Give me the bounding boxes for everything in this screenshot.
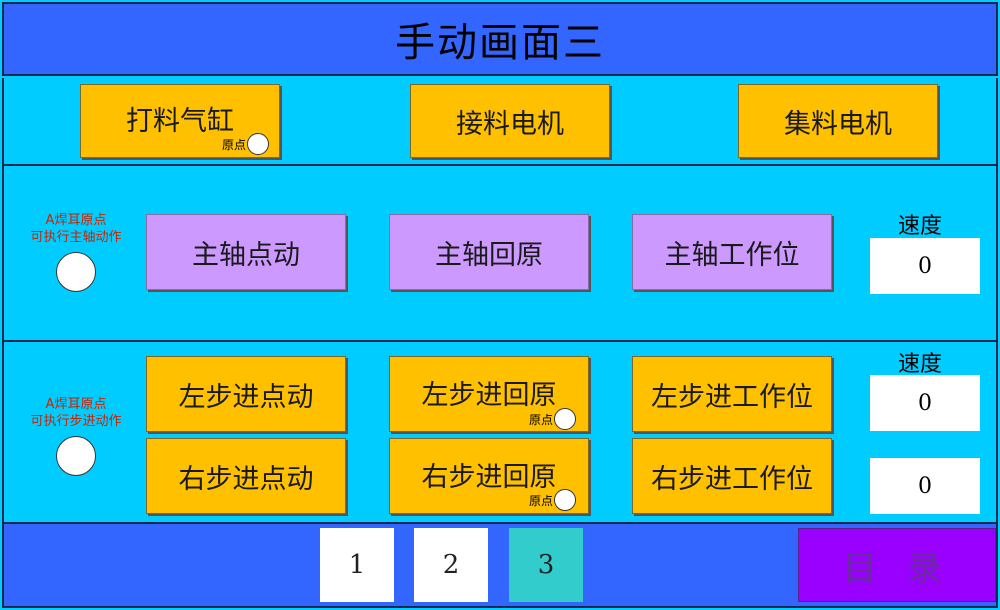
spindle-jog-button[interactable]: 主轴点动 — [146, 214, 346, 290]
spindle-condition-note: A焊耳原点 可执行主轴动作 — [16, 212, 136, 246]
stepper-condition-note: A焊耳原点 可执行步进动作 — [16, 396, 136, 430]
spindle-note-line2: 可执行主轴动作 — [30, 230, 122, 245]
left-stepper-speed-input[interactable]: 0 — [870, 375, 980, 431]
receive-motor-button[interactable]: 接料电机 — [410, 84, 610, 158]
spindle-work-position-label: 主轴工作位 — [664, 239, 800, 271]
receive-motor-label: 接料电机 — [456, 108, 564, 140]
collect-motor-label: 集料电机 — [784, 108, 892, 140]
page-3-button[interactable]: 3 — [509, 528, 583, 602]
page-1-button[interactable]: 1 — [320, 528, 394, 602]
left-stepper-work-position-label: 左步进工作位 — [651, 381, 813, 413]
spindle-home-label: 主轴回原 — [435, 239, 543, 271]
spindle-note-line1: A焊耳原点 — [45, 213, 107, 228]
feed-cylinder-button[interactable]: 打料气缸 — [80, 84, 280, 158]
spindle-home-button[interactable]: 主轴回原 — [389, 214, 589, 290]
page-title: 手动画面三 — [395, 20, 605, 66]
right-stepper-work-position-button[interactable]: 右步进工作位 — [632, 438, 832, 514]
left-stepper-jog-button[interactable]: 左步进点动 — [146, 356, 346, 432]
spindle-work-position-button[interactable]: 主轴工作位 — [632, 214, 832, 290]
right-stepper-work-position-label: 右步进工作位 — [651, 463, 813, 495]
right-stepper-origin-indicator: 原点 — [529, 489, 577, 511]
page-2-button[interactable]: 2 — [414, 528, 488, 602]
left-stepper-work-position-button[interactable]: 左步进工作位 — [632, 356, 832, 432]
right-stepper-speed-input[interactable]: 0 — [870, 458, 980, 514]
stepper-note-line2: 可执行步进动作 — [30, 414, 122, 429]
origin-lamp-icon — [554, 408, 577, 430]
feed-cylinder-label: 打料气缸 — [126, 105, 234, 137]
spindle-speed-label: 速度 — [898, 214, 943, 239]
left-stepper-home-button[interactable]: 左步进回原 — [389, 356, 589, 432]
right-stepper-jog-label: 右步进点动 — [178, 463, 314, 495]
spindle-condition-lamp-icon — [56, 252, 96, 292]
stepper-speed-label: 速度 — [898, 352, 943, 377]
menu-button[interactable]: 目 录 — [798, 528, 996, 602]
stepper-condition-lamp-icon — [56, 436, 96, 476]
stepper-note-line1: A焊耳原点 — [45, 397, 107, 412]
right-stepper-home-label: 右步进回原 — [421, 461, 557, 493]
title-bar: 手动画面三 — [2, 2, 998, 76]
origin-lamp-icon — [247, 133, 270, 155]
right-stepper-jog-button[interactable]: 右步进点动 — [146, 438, 346, 514]
origin-label: 原点 — [222, 137, 247, 152]
origin-label: 原点 — [529, 493, 554, 508]
spindle-speed-input[interactable]: 0 — [870, 238, 980, 294]
left-stepper-origin-indicator: 原点 — [529, 408, 577, 430]
collect-motor-button[interactable]: 集料电机 — [738, 84, 938, 158]
spindle-jog-label: 主轴点动 — [192, 239, 300, 271]
origin-label: 原点 — [529, 412, 554, 427]
left-stepper-jog-label: 左步进点动 — [178, 381, 314, 413]
left-stepper-home-label: 左步进回原 — [421, 379, 557, 411]
origin-lamp-icon — [554, 489, 577, 511]
feed-cylinder-origin-indicator: 原点 — [222, 133, 270, 155]
